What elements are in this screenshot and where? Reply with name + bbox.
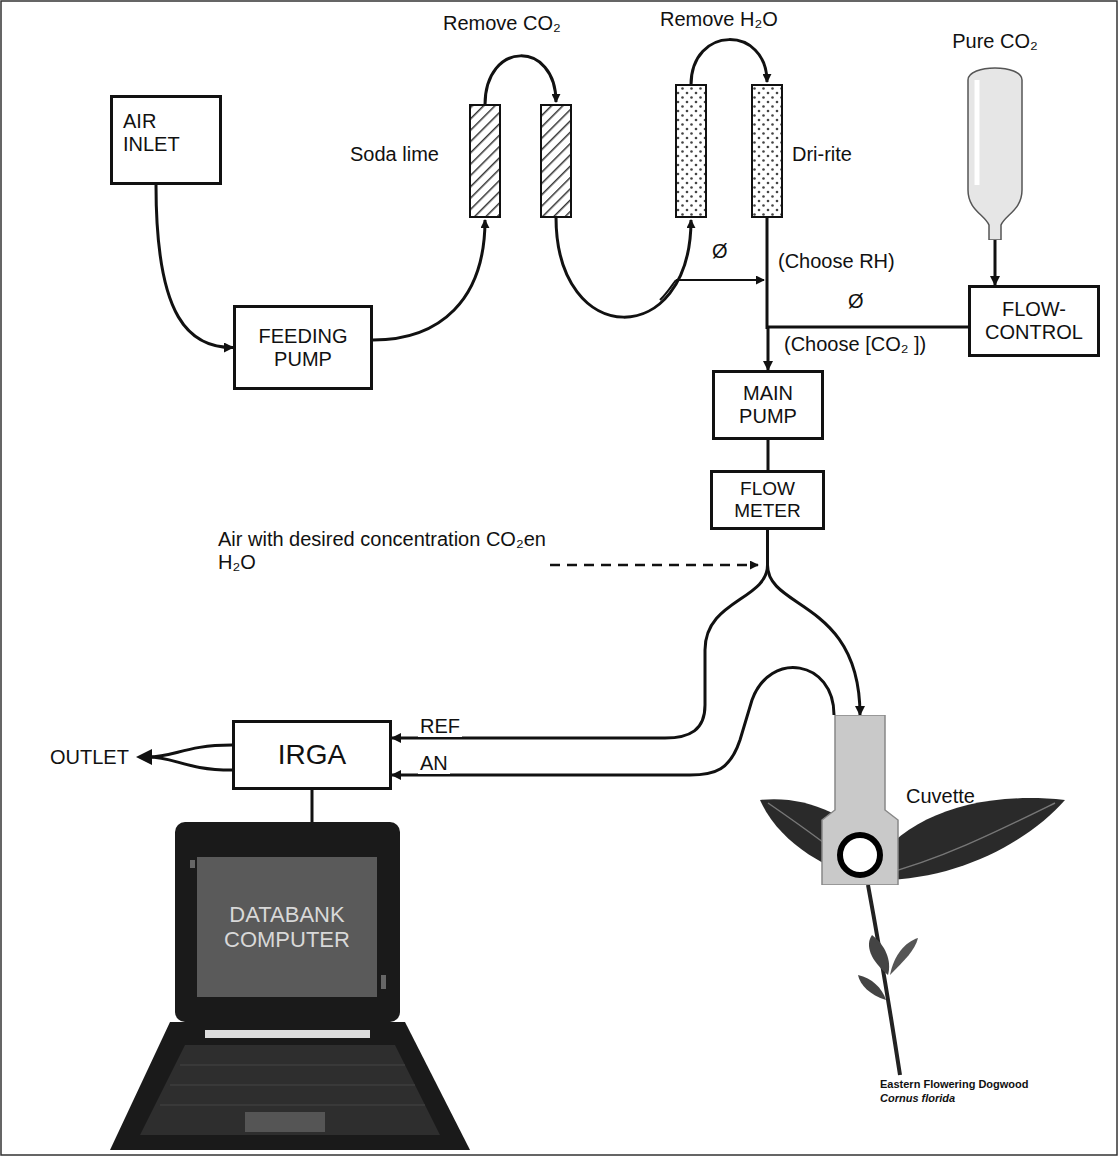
bud-leaf	[890, 938, 918, 975]
annotation: Soda lime	[350, 143, 439, 166]
soda-lime-column	[541, 105, 571, 217]
leaf	[870, 798, 1065, 880]
stem	[868, 885, 900, 1075]
node-label: FEEDING PUMP	[244, 325, 362, 371]
bypass-tube	[660, 280, 676, 300]
edge-label: (Choose [CO₂ ])	[782, 333, 928, 355]
annotation: OUTLET	[50, 746, 129, 769]
node-label: Cuvette	[906, 785, 975, 808]
bud-leaf	[858, 975, 886, 1000]
connector	[392, 668, 834, 775]
tube	[691, 40, 767, 85]
node-label: FLOW METER	[721, 478, 814, 522]
keyboard	[140, 1045, 440, 1135]
annotation: Cornus florida	[880, 1092, 955, 1105]
flow-meter-box: FLOW METER	[710, 470, 825, 530]
cuvette: Cuvette	[820, 715, 990, 885]
trackpad	[245, 1112, 325, 1132]
inlet-box: AIR INLET	[110, 95, 222, 185]
tube	[766, 217, 769, 329]
node-label: Pure CO₂	[935, 30, 1055, 53]
flow-control-box: FLOW-CONTROL	[968, 285, 1100, 357]
connector	[311, 790, 314, 822]
drierite-column	[676, 85, 706, 217]
node-label: DATABANK COMPUTER	[207, 902, 367, 953]
laptop-hinge	[205, 1030, 370, 1038]
annotation: (Choose RH)	[778, 250, 895, 273]
node-label: IRGA	[278, 739, 346, 771]
node-label: AIR INLET	[123, 110, 209, 156]
connector	[768, 327, 968, 370]
connector	[392, 530, 768, 738]
co2-bottle: Pure CO₂	[935, 30, 1055, 242]
pump-box: MAIN PUMP	[712, 370, 824, 440]
bypass-tube	[676, 279, 764, 281]
annotation: Dri-rite	[792, 143, 852, 166]
laptop-base	[110, 1022, 470, 1150]
dashed-pointer	[550, 564, 758, 567]
connector	[156, 185, 233, 348]
node-label: MAIN PUMP	[723, 382, 813, 428]
computer-screen: DATABANK COMPUTER	[197, 857, 377, 997]
soda-lime-column	[470, 105, 500, 217]
connector	[767, 440, 770, 470]
annotation: Remove CO₂	[443, 12, 561, 35]
annotation: Air with desired concentration CO₂en H₂O	[218, 528, 548, 574]
drierite-column	[752, 85, 782, 217]
edge-label: AN	[418, 752, 450, 774]
outlet-tube	[148, 745, 232, 757]
tube	[556, 217, 691, 317]
node-label: FLOW-CONTROL	[979, 298, 1089, 344]
outlet-arrowhead	[136, 749, 152, 765]
led	[190, 860, 195, 868]
gas-bottle	[965, 60, 1025, 240]
pump-box: FEEDING PUMP	[233, 305, 373, 390]
edge-label: REF	[418, 715, 462, 737]
tube	[485, 56, 556, 105]
annotation: Ø	[848, 290, 864, 313]
bud-leaf	[869, 935, 889, 975]
tube	[373, 220, 485, 340]
laptop-lid	[175, 822, 400, 1022]
irga-box: IRGA	[232, 720, 392, 790]
annotation: Eastern Flowering Dogwood	[880, 1078, 1029, 1091]
connector	[994, 240, 997, 285]
connector	[768, 530, 861, 715]
annotation: Remove H₂O	[660, 8, 778, 31]
annotation: Ø	[712, 240, 728, 263]
outlet-tube	[148, 757, 232, 770]
cuvette-clamp	[820, 715, 900, 885]
led	[381, 975, 386, 989]
